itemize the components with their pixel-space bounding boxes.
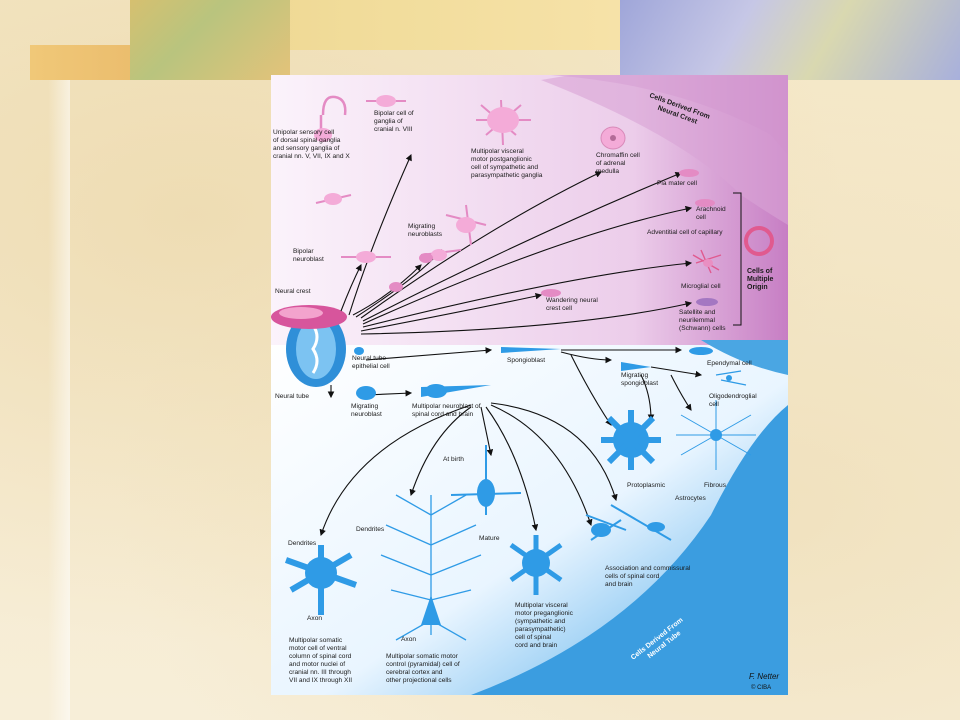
somatic-motor-cell [284,545,358,615]
label-axon-pyramidal: Axon [401,636,416,643]
spongioblast-cell [501,347,561,353]
label-dendrites-pyramidal: Dendrites [356,526,385,533]
protoplasmic-astrocyte [601,410,661,470]
capillary-ring [744,226,774,256]
bipolar-neuroblast [341,251,391,263]
label-axon-motor: Axon [307,615,322,622]
banner-flowers-image [620,0,960,80]
neural-tube-section [286,311,346,387]
migrating-bipolar-cell [315,193,352,205]
microglial-cell [692,249,722,274]
slide-edge-shadow [48,78,70,720]
fibrous-astrocyte [676,400,756,470]
banner-leaf-image [130,0,290,80]
label-astrocytes: Astrocytes [675,495,706,502]
label-pia: Pia mater cell [657,180,697,187]
association-cells [585,504,672,541]
pia-mater-cell [679,169,699,177]
satellite-cell [696,298,718,306]
label-at-birth: At birth [443,456,464,463]
arachnoid-cell [695,199,715,207]
diagram-svg: Cells Derived From Neural Crest Cells De… [271,75,788,695]
copyright-mark: © CIBA [751,684,771,691]
migrating-spongioblast-cell [621,362,651,371]
visceral-preganglionic-cell [509,535,563,595]
birth-neuron [450,445,522,515]
migrating-neuroblast-cell [356,386,376,400]
pyramidal-cell [380,494,482,641]
tube-epithelial-cell [354,347,364,355]
label-neural-crest: Neural crest [275,288,311,295]
multiple-origin-bracket [733,192,742,326]
label-microglial: Microglial cell [681,283,721,290]
unipolar-sensory-cell [314,95,347,142]
label-fibrous: Fibrous [704,482,727,489]
wandering-crest-cell [541,289,561,297]
bipolar-cell-viii [366,95,406,107]
artist-signature: F. Netter [749,672,779,681]
label-neural-tube: Neural tube [275,393,309,400]
multipolar-postganglionic-cell [476,99,531,146]
label-adventitial: Adventitial cell of capillary [647,229,723,236]
multipolar-neuroblast-cell [421,384,491,398]
neural-crest-band [271,305,347,329]
label-spongioblast: Spongioblast [507,357,545,364]
neuron-origin-diagram: Cells Derived From Neural Crest Cells De… [271,75,788,695]
lineage-arrows [319,153,703,537]
migrating-neuroblast-cells [420,204,487,261]
ependymal-cell [689,347,713,355]
label-dendrites-motor: Dendrites [288,540,317,547]
label-mature: Mature [479,535,500,542]
label-protoplasmic: Protoplasmic [627,482,666,489]
oligodendroglial-cell-shape [715,370,747,386]
label-ependymal: Ependymal cell [707,360,752,367]
chromaffin-cell [600,126,626,150]
crest-precursor-cells [389,253,433,292]
